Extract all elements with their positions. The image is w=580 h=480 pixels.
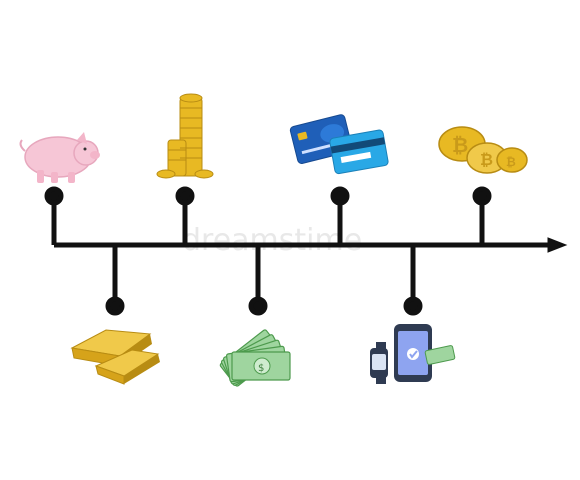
watermark-text: dreamstime [182,223,362,258]
timeline-axis [54,237,568,253]
bitcoin-icon: ₿ ₿ ₿ [438,126,528,174]
connectors-below [105,245,423,316]
svg-text:₿: ₿ [452,133,468,157]
mobile-payment-icon [370,324,456,384]
svg-text:₿: ₿ [506,155,516,169]
coin-stack-icon [156,93,214,179]
svg-text:$: $ [258,363,264,374]
gold-bar-icon [70,329,160,385]
banknote-icon: $ [219,329,291,387]
svg-text:₿: ₿ [480,150,493,169]
connectors-above [44,186,492,245]
piggy-bank-icon [19,132,100,183]
credit-card-icon [289,114,389,175]
